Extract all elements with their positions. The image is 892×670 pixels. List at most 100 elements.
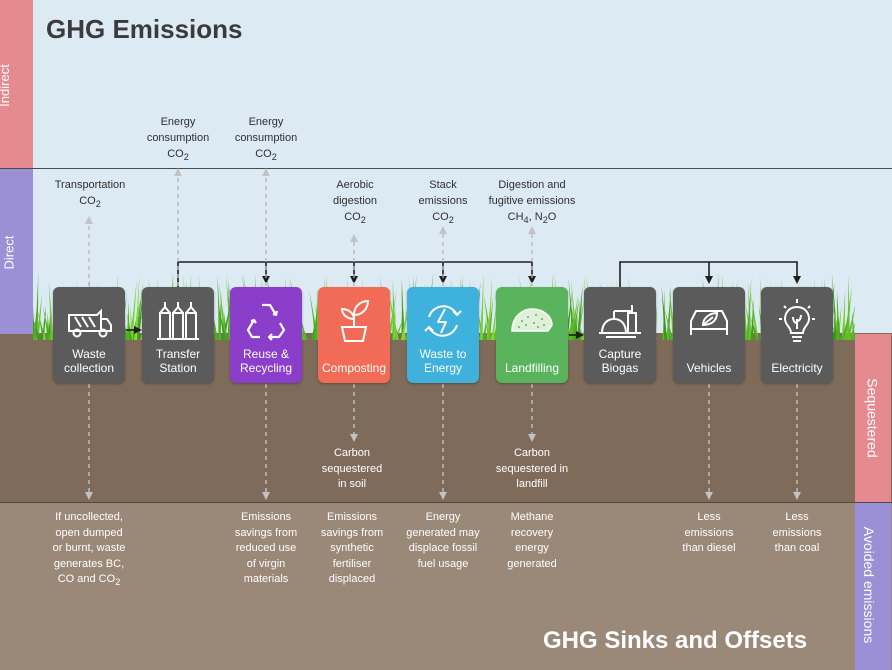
note-line: reduced use: [235, 542, 297, 554]
note-line: displaced: [328, 573, 376, 585]
note-avoided-vehicles: Less emissions than diesel: [659, 510, 759, 557]
note-sequestered-landfill: Carbon sequestered in landfill: [482, 446, 582, 493]
grass-blade: [661, 285, 668, 340]
grass-blade: [567, 302, 574, 340]
note-line: landfill: [516, 478, 548, 490]
silo-icon: [157, 302, 199, 340]
note-co2: CO2: [79, 195, 101, 210]
note-line: generated may: [406, 526, 480, 539]
stage-label: Electricity: [771, 361, 823, 375]
stage-label: Reuse & Recycling: [239, 347, 293, 375]
stage-transfer-station: Transfer Station: [142, 287, 214, 383]
grass-blade: [310, 316, 316, 340]
note-avoided-electricity: Less emissions than coal: [747, 510, 847, 557]
stage-waste-to-energy: Waste to Energy: [407, 287, 479, 383]
divider-indirect-direct: [0, 168, 892, 169]
grass-blade: [313, 302, 318, 340]
note-line: than coal: [774, 542, 820, 554]
grass-blade: [48, 280, 54, 340]
note-line: Less: [785, 511, 809, 523]
grass-blade: [750, 291, 759, 340]
note-line: Methane: [510, 511, 554, 523]
biogas-plant-icon: [599, 305, 641, 338]
note-line: than diesel: [682, 542, 736, 554]
note-indirect-transfer: Energy consumption CO2: [128, 114, 228, 165]
seedling-icon: [340, 299, 370, 342]
stage-label: Vehicles: [686, 361, 732, 375]
grass-blade: [218, 306, 227, 340]
band-sequestered: Sequestered: [855, 334, 891, 502]
note-line: Aerobic: [336, 179, 374, 191]
stage-label: Waste collection: [63, 347, 115, 375]
stage-label: Waste to Energy: [419, 347, 467, 375]
note-co-co2: CO and CO2: [57, 573, 121, 588]
stage-reuse-recycling: Reuse & Recycling: [230, 287, 302, 383]
note-direct-composting: Aerobic digestion CO2: [305, 177, 405, 228]
note-line: emissions: [684, 526, 734, 539]
note-line: energy: [515, 542, 549, 554]
note-co2: CO2: [432, 211, 454, 226]
grass-blade: [745, 277, 752, 340]
note-line: Energy: [425, 511, 461, 523]
note-line: Digestion and: [498, 179, 566, 191]
note-direct-landfill: Digestion and fugitive emissions CH4, N2…: [476, 177, 588, 228]
note-direct-wte: Stack emissions CO2: [393, 177, 493, 228]
stage-label: Transfer Station: [155, 347, 201, 375]
grass-blade: [42, 320, 46, 340]
bottom-title: GHG Sinks and Offsets: [543, 627, 808, 654]
grass-blade: [564, 290, 573, 340]
grass-blade: [129, 279, 137, 340]
grass-blade: [486, 315, 491, 340]
note-line: displace fossil: [408, 542, 478, 554]
grass-blade: [130, 306, 134, 340]
lightbulb-leaf-icon: [779, 299, 815, 342]
note-line: Energy: [160, 116, 196, 128]
car-leaf-icon: [690, 310, 728, 335]
grass-blade: [490, 304, 497, 340]
note-line: recovery: [510, 526, 554, 539]
note-line: fuel usage: [417, 557, 469, 570]
note-line: Energy: [248, 116, 284, 128]
note-line: Emissions: [326, 511, 378, 523]
note-avoided-waste: If uncollected, open dumped or burnt, wa…: [39, 510, 139, 591]
band-direct: Direct: [0, 169, 33, 334]
stage-label: Composting: [321, 361, 387, 375]
stage-label: Capture Biogas: [598, 347, 642, 375]
grass-blade: [388, 294, 399, 340]
note-line: Emissions: [240, 511, 292, 523]
note-line: sequestered: [321, 462, 383, 475]
note-line: of virgin: [246, 557, 286, 570]
note-ch4-n2o: CH4, N2O: [507, 211, 557, 226]
note-line: generated: [507, 557, 557, 570]
note-line: sequestered in: [495, 462, 569, 475]
grass-blade: [218, 282, 227, 340]
garbage-truck-icon: [68, 308, 112, 338]
note-sequestered-composting: Carbon sequestered in soil: [302, 446, 402, 493]
note-avoided-composting: Emissions savings from synthetic fertili…: [302, 510, 402, 588]
stage-composting: Composting: [318, 287, 390, 383]
grass-blade: [841, 289, 846, 340]
recycle-icon: [246, 303, 286, 341]
note-line: digestion: [332, 195, 378, 207]
note-line: Less: [697, 511, 721, 523]
note-line: consumption: [146, 132, 210, 144]
band-avoided: Avoided emissions: [855, 503, 891, 670]
grass-blade: [487, 296, 494, 340]
grass-blade: [217, 274, 222, 340]
band-indirect: Indirect: [0, 0, 33, 168]
grass-blade: [35, 293, 43, 340]
grass-blade: [33, 306, 38, 340]
note-avoided-reuse: Emissions savings from reduced use of vi…: [216, 510, 316, 588]
energy-cycle-icon: [424, 305, 462, 337]
note-line: in soil: [337, 478, 367, 490]
note-line: Stack: [429, 179, 457, 191]
note-line: open dumped: [55, 526, 123, 539]
grass-blade: [400, 302, 409, 340]
note-line: emissions: [418, 195, 468, 207]
note-line: Transportation: [54, 179, 126, 191]
grass-blade: [576, 282, 583, 340]
note-line: Carbon: [333, 447, 371, 459]
note-line: fugitive emissions: [488, 195, 576, 207]
grass-blade: [315, 286, 319, 340]
